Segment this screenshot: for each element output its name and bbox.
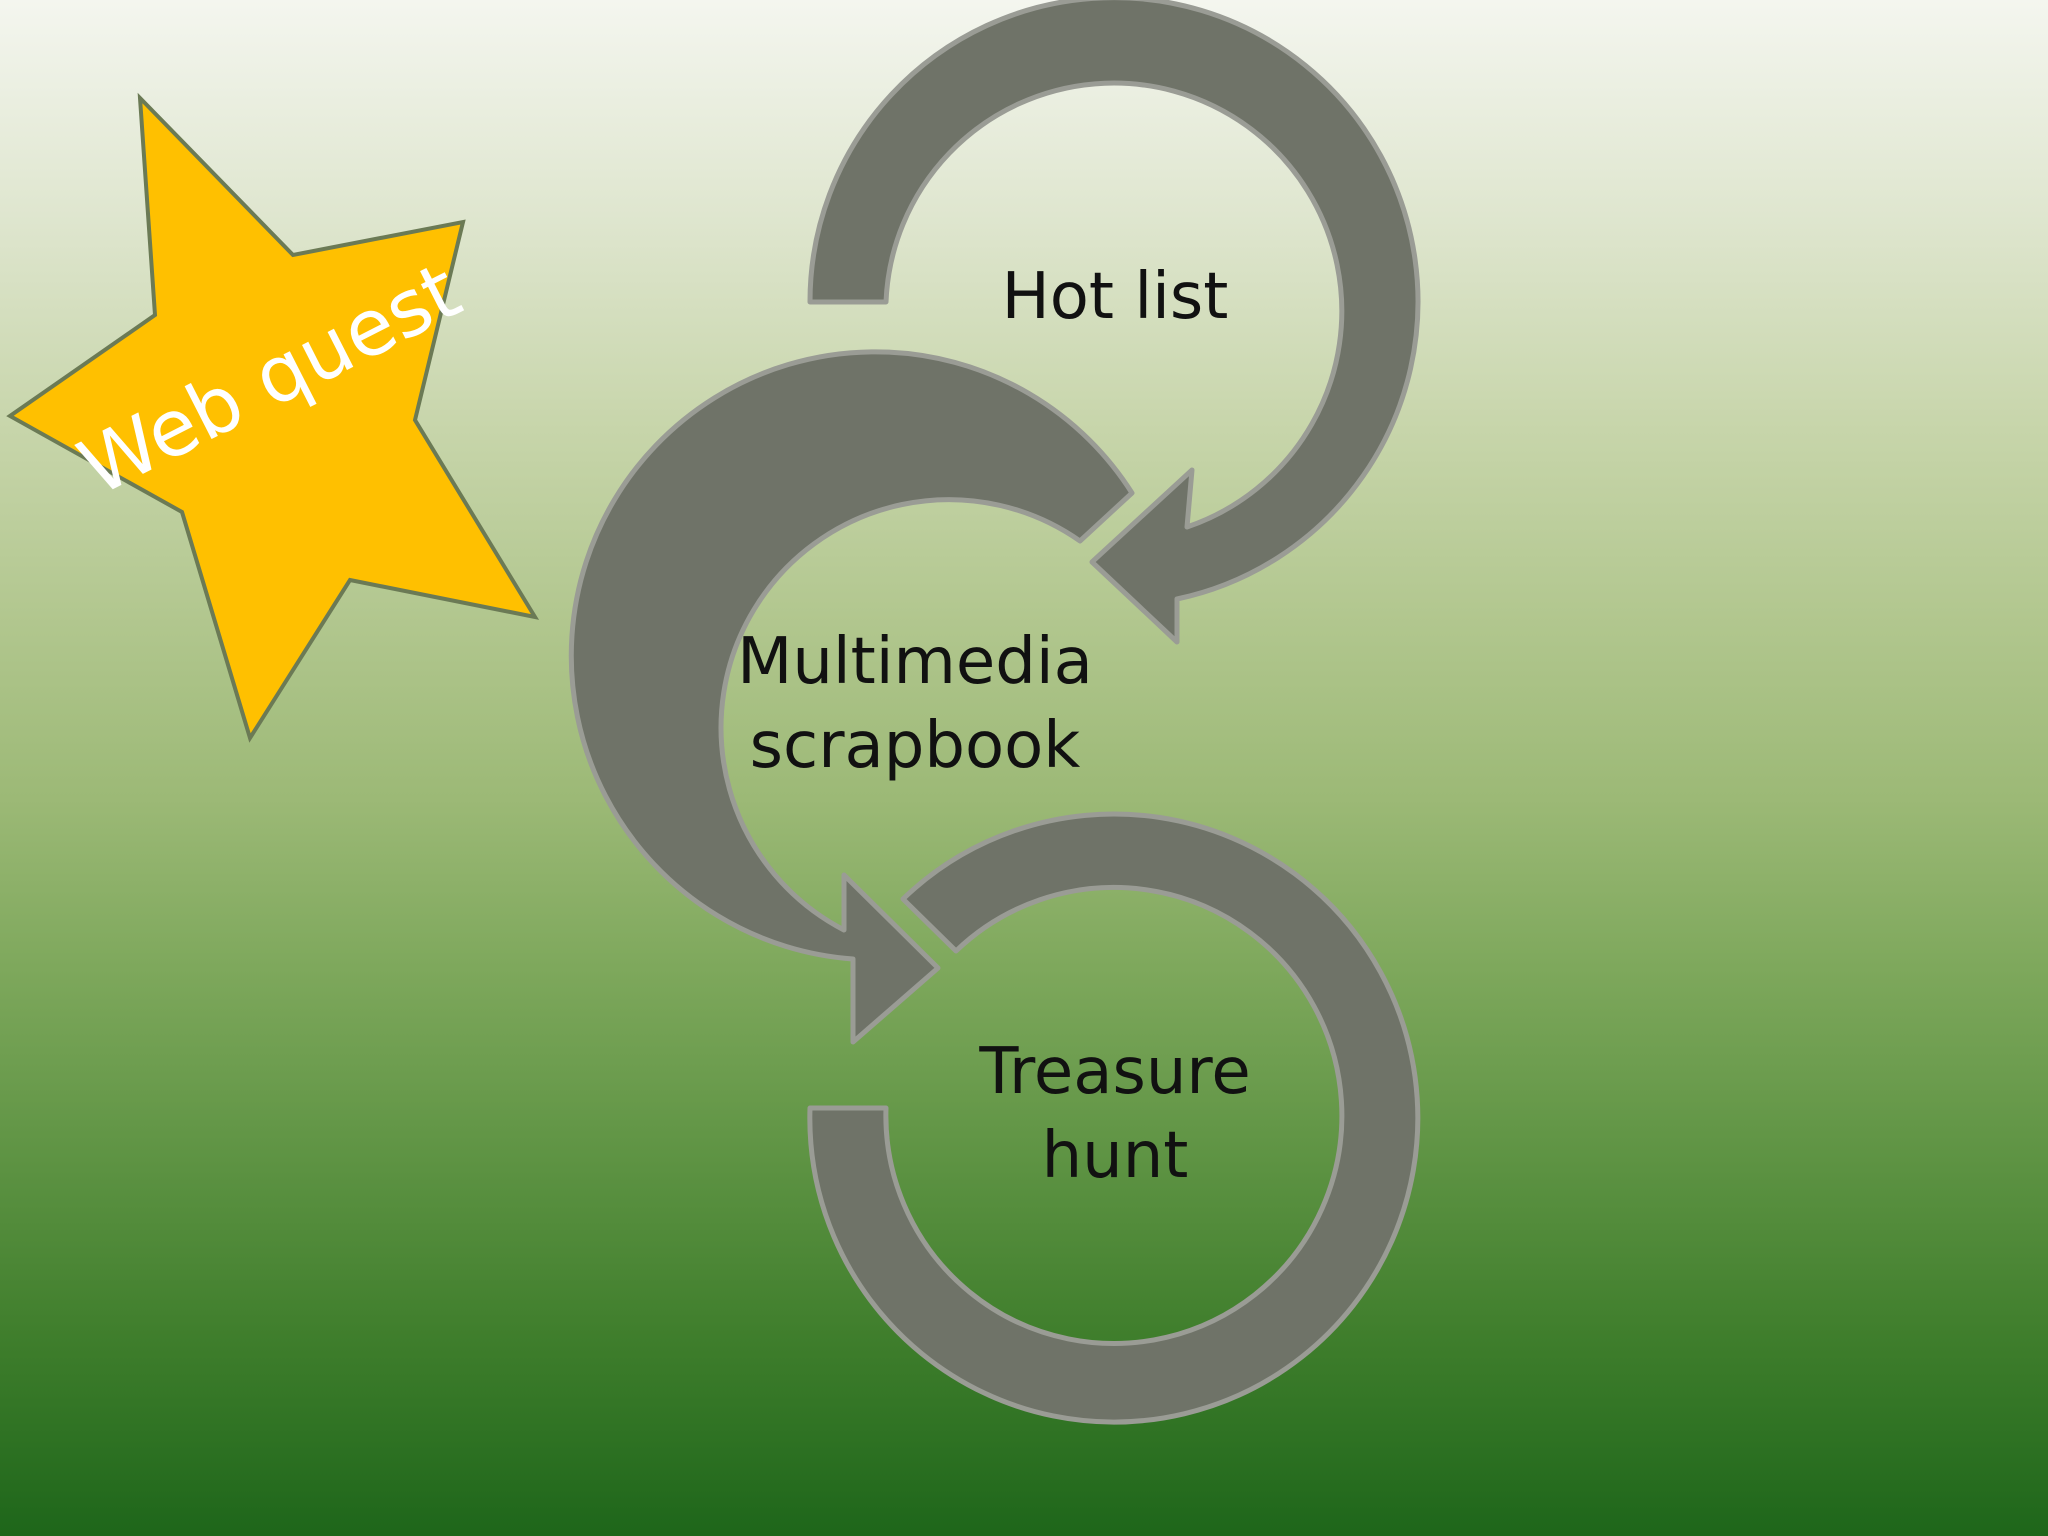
cycle-arrow-multimedia-scrapbook [568,349,1135,1045]
star-badge-shape [6,92,540,743]
step-label-line: Multimedia [737,625,1093,699]
step-label-treasure-hunt: Treasure hunt [905,1030,1325,1198]
step-label-line: Treasure [979,1035,1251,1109]
step-label-multimedia-scrapbook: Multimedia scrapbook [705,620,1125,788]
step-label-line: hunt [1041,1119,1189,1193]
cycle-arrow-hot-list [807,0,1421,645]
cycle-arrow-treasure-hunt [807,811,1421,1425]
step-label-line: scrapbook [749,709,1081,783]
step-label-hot-list: Hot list [905,255,1325,339]
step-label-line: Hot list [1001,260,1229,334]
